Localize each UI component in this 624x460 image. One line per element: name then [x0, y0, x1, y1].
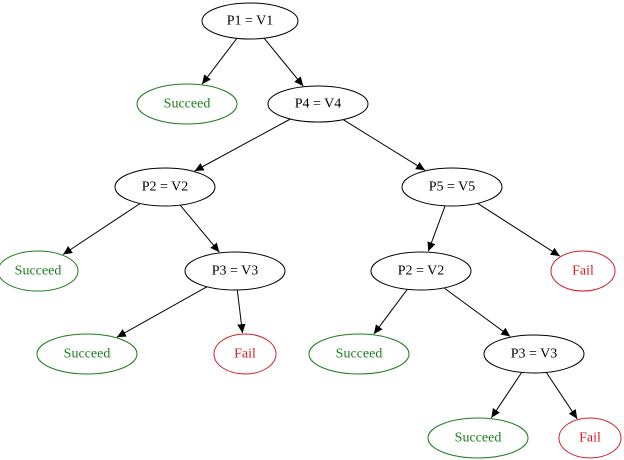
edge-arrow-n3-to-n5 [342, 119, 426, 171]
fail-node-ellipse [558, 417, 622, 459]
succeed-node-ellipse [136, 83, 238, 125]
edge-arrow-n3-to-n4 [194, 118, 291, 172]
edge-arrow-n5-to-n8 [427, 205, 446, 252]
succeed-node-label: Succeed [64, 347, 111, 362]
decision-node-label: P3 = V3 [511, 347, 558, 362]
decision-node-ellipse [201, 2, 299, 40]
decision-node-ellipse [483, 334, 585, 374]
edge-arrow-n1-to-n2 [201, 37, 238, 85]
decision-node-label: P4 = V4 [295, 97, 342, 112]
edge-arrow-n4-to-n6 [62, 203, 141, 255]
edge-arrow-n7-to-n10 [116, 286, 208, 338]
fail-node: Fail [213, 333, 277, 375]
edge-arrow-n7-to-n11 [236, 289, 246, 334]
fail-node-label: Fail [579, 431, 601, 446]
succeed-node: Succeed [427, 417, 529, 459]
edge-arrow-n8-to-n13 [443, 287, 511, 337]
decision-node-ellipse [370, 251, 472, 291]
decision-node: P5 = V5 [401, 167, 503, 207]
decision-node: P4 = V4 [267, 85, 369, 123]
succeed-node: Succeed [0, 250, 79, 292]
decision-node-label: P1 = V1 [227, 14, 274, 29]
decision-node-label: P2 = V2 [142, 180, 189, 195]
decision-node-label: P5 = V5 [429, 180, 476, 195]
edge-arrow-n4-to-n7 [179, 204, 220, 253]
fail-node-label: Fail [572, 264, 594, 279]
edge-arrow-n8-to-n12 [373, 289, 408, 335]
decision-node-ellipse [184, 251, 286, 291]
fail-node-label: Fail [234, 347, 256, 362]
fail-node: Fail [550, 250, 616, 292]
succeed-node-label: Succeed [15, 264, 62, 279]
succeed-node-ellipse [0, 250, 79, 292]
succeed-node: Succeed [136, 83, 238, 125]
decision-node: P2 = V2 [370, 251, 472, 291]
edge-arrow-n1-to-n3 [263, 37, 304, 87]
decision-node: P3 = V3 [184, 251, 286, 291]
succeed-node-label: Succeed [164, 97, 211, 112]
edge-layer [62, 37, 578, 420]
edge-arrow-n5-to-n9 [477, 202, 561, 257]
decision-node-label: P3 = V3 [212, 264, 259, 279]
edge-arrow-n13-to-n15 [545, 372, 578, 420]
decision-node: P2 = V2 [114, 167, 216, 207]
decision-node: P1 = V1 [201, 2, 299, 40]
decision-node-label: P2 = V2 [398, 264, 445, 279]
decision-node-ellipse [401, 167, 503, 207]
succeed-node-ellipse [308, 333, 410, 375]
succeed-node: Succeed [36, 333, 138, 375]
decision-node-ellipse [114, 167, 216, 207]
succeed-node-label: Succeed [455, 431, 502, 446]
decision-node: P3 = V3 [483, 334, 585, 374]
succeed-node: Succeed [308, 333, 410, 375]
succeed-node-ellipse [36, 333, 138, 375]
edge-arrow-n13-to-n14 [490, 372, 523, 419]
fail-node: Fail [558, 417, 622, 459]
succeed-node-label: Succeed [336, 347, 383, 362]
decision-node-ellipse [267, 85, 369, 123]
fail-node-ellipse [550, 250, 616, 292]
fail-node-ellipse [213, 333, 277, 375]
succeed-node-ellipse [427, 417, 529, 459]
